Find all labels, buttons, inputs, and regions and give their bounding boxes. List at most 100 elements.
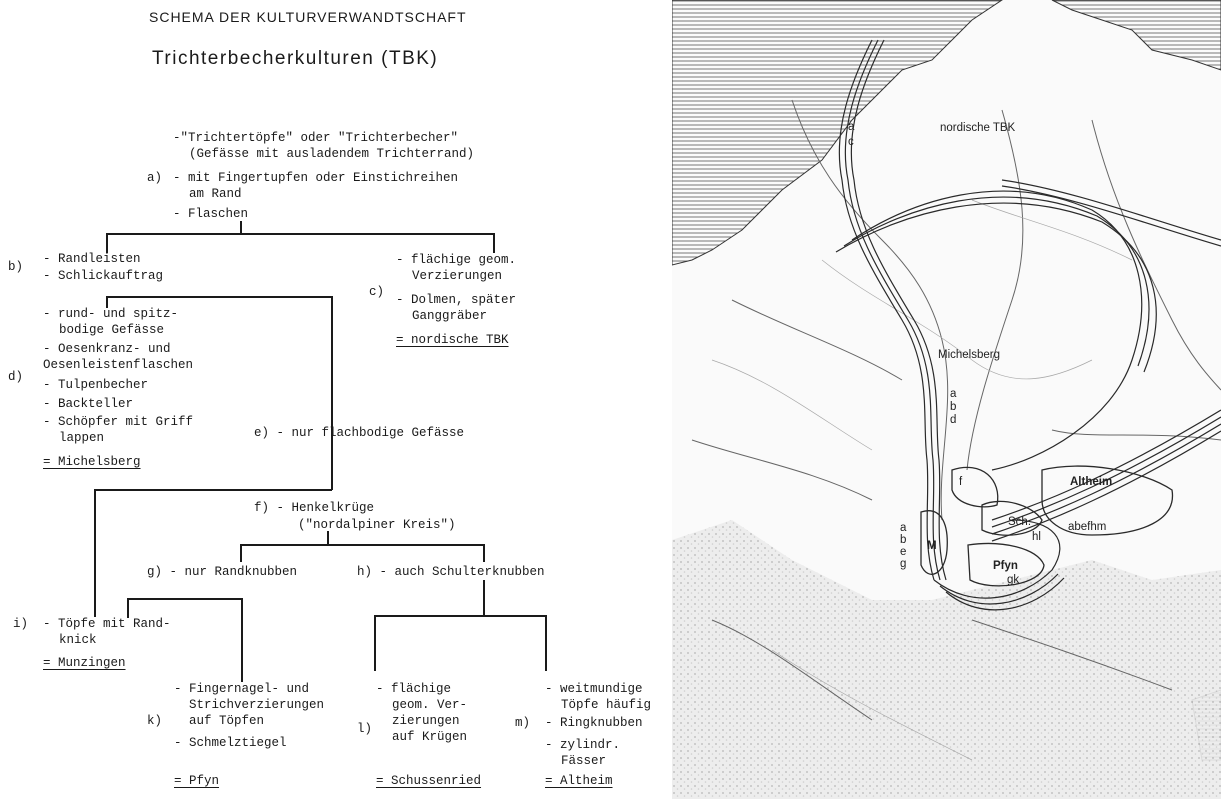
map-label-a-3: a <box>900 522 907 534</box>
map-label-sch: Sch. <box>1008 516 1031 528</box>
m-region <box>920 510 948 575</box>
supertitle: SCHEMA DER KULTURVERWANDTSCHAFT <box>149 9 467 25</box>
m-line-3: - Ringknubben <box>545 716 643 730</box>
a-line-2: am Rand <box>189 187 242 201</box>
label-i: i) <box>13 617 29 631</box>
g-line: g) - nur Randknubben <box>147 565 298 579</box>
flaschen-line: - Flaschen <box>173 207 249 221</box>
connector-i-stem <box>94 489 96 617</box>
k-line-1: - Fingernagel- und <box>174 682 310 696</box>
connector-top-stem <box>240 221 242 234</box>
map-label-nordische-tbk: nordische TBK <box>940 122 1016 134</box>
l-line-1: - flächige <box>376 682 452 696</box>
connector-h-down <box>483 580 485 616</box>
l-line-4: auf Krügen <box>392 730 468 744</box>
f-line-2: ("nordalpiner Kreis") <box>298 518 456 532</box>
connector-g-bar <box>127 598 242 600</box>
connector-i-join <box>127 598 129 618</box>
m-line-2: Töpfe häufig <box>561 698 652 712</box>
d-line-4: Oesenleistenflaschen <box>43 358 194 372</box>
connector-k-stem <box>241 598 243 682</box>
map-label-f: f <box>959 476 963 488</box>
connector-c-stem <box>493 233 495 253</box>
label-a: a) <box>147 171 163 185</box>
b-line-1: - Randleisten <box>43 252 141 266</box>
c-line-2: Verzierungen <box>412 269 503 283</box>
result-schussenried: = Schussenried <box>376 774 482 788</box>
c-line-3: - Dolmen, später <box>396 293 517 307</box>
map-label-a-1: a <box>848 121 855 133</box>
d-line-8: lappen <box>59 431 105 445</box>
connector-top-bar <box>106 233 494 235</box>
f-region <box>951 466 999 508</box>
h-line: h) - auch Schulterknubben <box>357 565 545 579</box>
d-line-5: - Tulpenbecher <box>43 378 149 392</box>
d-line-1: - rund- und spitz- <box>43 307 179 321</box>
map-label-b-2: b <box>950 401 956 413</box>
m-line-5: Fässer <box>561 754 607 768</box>
m-line-1: - weitmundige <box>545 682 643 696</box>
i-line-1: - Töpfe mit Rand- <box>43 617 171 631</box>
connector-b-bar <box>106 296 332 298</box>
k-line-2: Strichverzierungen <box>189 698 325 712</box>
map-label-michelsberg: Michelsberg <box>938 349 1000 361</box>
pfyn-region <box>967 542 1045 587</box>
d-line-2: bodige Gefässe <box>59 323 165 337</box>
map-label-d-2: d <box>950 414 956 426</box>
f-line-1: f) - Henkelkrüge <box>254 501 375 515</box>
result-pfyn: = Pfyn <box>174 774 220 788</box>
e-line: e) - nur flachbodige Gefässe <box>254 426 465 440</box>
map-label-hl: hl <box>1032 531 1041 543</box>
label-l: l) <box>357 722 373 736</box>
map-label-c-1: c <box>848 136 854 148</box>
map-label-g-3: g <box>900 558 906 570</box>
map-label-a-2: a <box>950 388 957 400</box>
map-label-m: M <box>927 540 937 552</box>
d-line-3: - Oesenkranz- und <box>43 342 171 356</box>
label-m: m) <box>515 716 531 730</box>
connector-gh-bar <box>240 544 484 546</box>
result-michelsberg: = Michelsberg <box>43 455 141 469</box>
map-label-altheim-code: abefhm <box>1068 521 1106 533</box>
sch-region <box>981 500 1043 536</box>
a-line-1: - mit Fingertupfen oder Einstichreihen <box>173 171 459 185</box>
map-label-pfyn: Pfyn <box>993 560 1018 572</box>
label-k: k) <box>147 714 163 728</box>
top-line-1: -"Trichtertöpfe" oder "Trichterbecher" <box>173 131 459 145</box>
page-title: Trichterbecherkulturen (TBK) <box>152 48 439 69</box>
result-altheim: = Altheim <box>545 774 613 788</box>
connector-h-stem <box>483 544 485 562</box>
result-munzingen: = Munzingen <box>43 656 126 670</box>
label-c: c) <box>369 285 385 299</box>
connector-d-stem <box>106 296 108 308</box>
d-line-6: - Backteller <box>43 397 134 411</box>
distribution-map: nordische TBK Michelsberg Altheim abefhm… <box>672 0 1221 799</box>
connector-g-stem <box>240 544 242 562</box>
i-line-2: knick <box>59 633 97 647</box>
connector-lm-bar <box>374 615 546 617</box>
altheim-region <box>1041 465 1174 536</box>
l-line-2: geom. Ver- <box>392 698 468 712</box>
result-nordische-tbk: = nordische TBK <box>396 333 509 347</box>
l-line-3: zierungen <box>392 714 460 728</box>
connector-l-stem <box>374 615 376 671</box>
c-line-1: - flächige geom. <box>396 253 517 267</box>
map-label-b-3: b <box>900 534 906 546</box>
map-label-altheim: Altheim <box>1070 476 1112 488</box>
connector-f-bar <box>94 489 332 491</box>
connector-f-stem <box>327 531 329 545</box>
map-label-gk: gk <box>1007 574 1019 586</box>
label-d: d) <box>8 370 24 384</box>
connector-m-stem <box>545 615 547 671</box>
c-line-4: Ganggräber <box>412 309 488 323</box>
d-line-7: - Schöpfer mit Griff <box>43 415 194 429</box>
connector-e-trunk <box>331 296 333 490</box>
m-line-4: - zylindr. <box>545 738 621 752</box>
k-line-4: - Schmelztiegel <box>174 736 287 750</box>
map-label-e-3: e <box>900 546 906 558</box>
k-line-3: auf Töpfen <box>189 714 265 728</box>
b-line-2: - Schlickauftrag <box>43 269 164 283</box>
top-line-2: (Gefässe mit ausladendem Trichterrand) <box>189 147 475 161</box>
label-b: b) <box>8 260 24 274</box>
connector-b-stem <box>106 233 108 253</box>
